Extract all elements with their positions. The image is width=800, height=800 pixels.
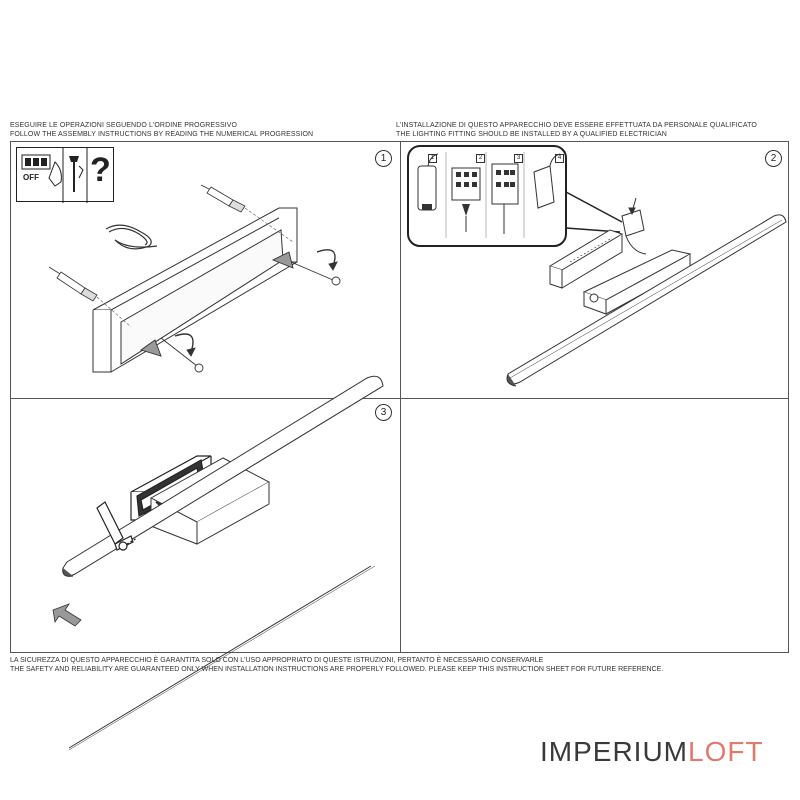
terminal-connector: [621, 197, 647, 255]
header-left: ESEGUIRE LE OPERAZIONI SEGUENDO L'ORDINE…: [10, 121, 313, 139]
step-1-illustration: [48, 184, 341, 373]
panel-empty: [400, 398, 790, 654]
footer-notice: LA SICUREZZA DI QUESTO APPARECCHIO È GAR…: [10, 656, 663, 674]
led-light-bar: [62, 375, 384, 751]
brand-logo: IMPERIUMLOFT: [540, 736, 764, 768]
direction-arrow: [52, 603, 82, 627]
wiring-step-3: 3: [514, 154, 523, 163]
instruction-grid: 1 2 3 OFF ?: [10, 141, 790, 751]
lamp-body: [582, 249, 692, 315]
header-left-italian: ESEGUIRE LE OPERAZIONI SEGUENDO L'ORDINE…: [10, 122, 238, 129]
mounting-bracket: [92, 207, 298, 373]
grid-divider-vertical: [400, 142, 401, 652]
screwdriver-icon: [69, 156, 84, 192]
header-right-italian: L'INSTALLAZIONE DI QUESTO APPARECCHIO DE…: [396, 122, 757, 129]
mounting-bracket-small: [548, 229, 624, 289]
wiring-step-1: 1: [428, 154, 437, 163]
wiring-step-4: 4: [555, 154, 564, 163]
wall-screw-left: [48, 266, 98, 302]
power-off-warning: OFF ?: [16, 147, 114, 203]
step-number-2: 2: [765, 150, 782, 167]
brand-logo-part1: IMPERIUM: [540, 736, 688, 767]
brand-logo-part2: LOFT: [688, 736, 764, 767]
bracket-screw-right: [271, 249, 341, 286]
breaker-switch-icon: [21, 148, 88, 203]
header-right: L'INSTALLAZIONE DI QUESTO APPARECCHIO DE…: [396, 121, 757, 139]
allen-key-icon: [96, 501, 138, 551]
led-light-bar: [506, 214, 787, 387]
step-2-illustration: [407, 145, 787, 387]
header-left-english: FOLLOW THE ASSEMBLY INSTRUCTIONS BY READ…: [10, 131, 314, 138]
panel-step-3: [11, 375, 400, 751]
step-number-3: 3: [375, 404, 392, 421]
step-3-illustration: [52, 375, 384, 751]
question-mark: ?: [90, 151, 111, 189]
bracket-screw-left: [139, 333, 204, 373]
power-cable: [105, 224, 158, 250]
step-number-1: 1: [375, 150, 392, 167]
grid-divider-horizontal: [11, 398, 788, 399]
footer-english: THE SAFETY AND RELIABILITY ARE GUARANTEE…: [10, 666, 664, 673]
wiring-step-2: 2: [476, 154, 485, 163]
panel-step-2: 1 2 3 4: [400, 142, 790, 398]
wall-screw-top: [200, 184, 246, 213]
panel-step-1: OFF ?: [11, 142, 400, 398]
wiring-detail-callout: [407, 145, 623, 247]
footer-italian: LA SICUREZZA DI QUESTO APPARECCHIO È GAR…: [10, 657, 544, 664]
off-label: OFF: [23, 173, 39, 182]
header-right-english: THE LIGHTING FITTING SHOULD BE INSTALLED…: [396, 131, 667, 138]
